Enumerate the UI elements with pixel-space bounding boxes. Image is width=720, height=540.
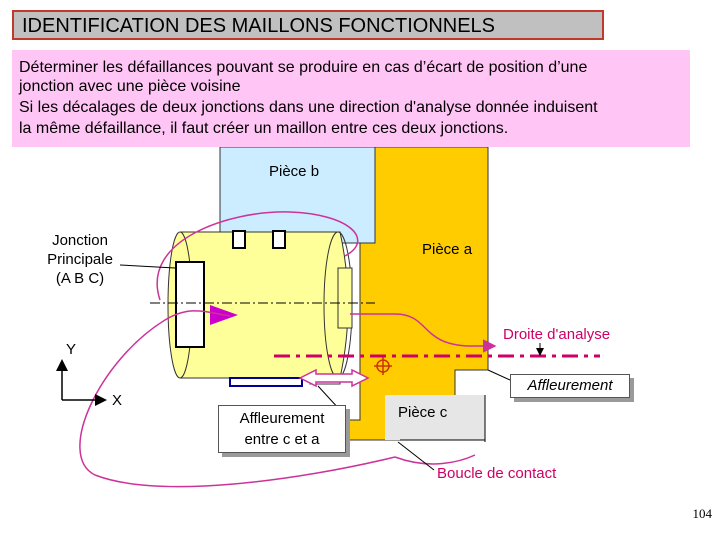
title-box: IDENTIFICATION DES MAILLONS FONCTIONNELS: [12, 10, 604, 40]
intro-line-1: Déterminer les défaillances pouvant se p…: [19, 59, 588, 76]
page-title: IDENTIFICATION DES MAILLONS FONCTIONNELS: [22, 15, 496, 37]
double-arrow: [298, 368, 370, 388]
label-piece-c: Pièce c: [398, 404, 448, 421]
label-jonction-line2: Principale: [47, 251, 113, 268]
piece-c-shape: [385, 395, 485, 440]
label-affleurement: Affleurement: [510, 374, 630, 398]
page-number: 104: [692, 506, 713, 521]
label-axis-y: Y: [66, 341, 77, 358]
label-piece-b: Pièce b: [269, 163, 320, 180]
label-piece-a: Pièce a: [422, 241, 473, 258]
intro-box: Déterminer les défaillances pouvant se p…: [12, 50, 690, 147]
base-rect-blue: [229, 377, 303, 387]
jonction-inner-rect: [175, 261, 205, 348]
label-droite-analyse: Droite d'analyse: [503, 326, 611, 343]
label-jonction-line1: Jonction: [52, 232, 108, 249]
contact-loop-upper: [156, 211, 359, 301]
label-boucle-contact: Boucle de contact: [437, 465, 557, 482]
jonction-right-rect: [337, 267, 353, 329]
pin-square-left: [232, 230, 246, 249]
intro-line-3: Si les décalages de deux jonctions dans …: [19, 99, 598, 116]
piece-b-shape: [219, 146, 376, 244]
label-jonction-line3: (A B C): [55, 270, 105, 287]
intro-line-4: la même défaillance, il faut créer un ma…: [19, 120, 509, 137]
label-affleurement-c-a-line1: Affleurement: [239, 410, 325, 427]
intro-line-2: jonction avec une pièce voisine: [19, 78, 241, 95]
pin-square-right: [272, 230, 286, 249]
jonction-cylinder: [179, 231, 349, 379]
label-affleurement-c-a: Affleurement entre c et a: [218, 405, 346, 453]
label-jonction: Jonction Principale (A B C): [38, 231, 122, 288]
label-affleurement-c-a-line2: entre c et a: [244, 431, 320, 448]
label-axis-x: X: [112, 392, 123, 409]
contact-loop: [79, 310, 396, 488]
contact-loop-right: [350, 313, 497, 353]
